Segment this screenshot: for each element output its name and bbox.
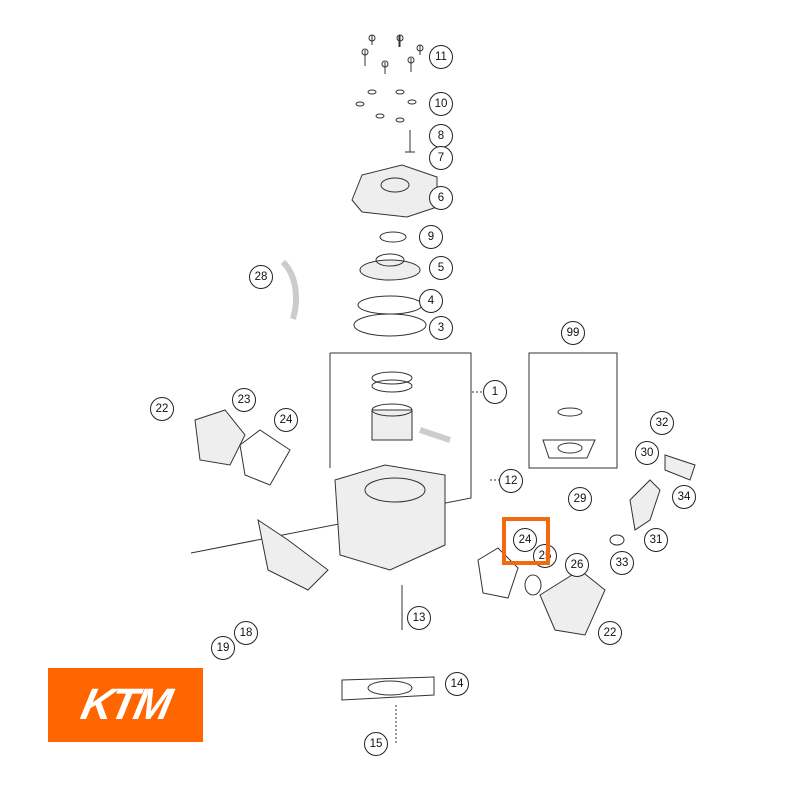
piston bbox=[371, 371, 451, 443]
cylinder-kit-frame bbox=[190, 352, 472, 554]
callout-4[interactable]: 4 bbox=[419, 289, 443, 313]
combustion-insert bbox=[359, 253, 421, 281]
plug-bolt bbox=[405, 130, 415, 153]
callout-5[interactable]: 5 bbox=[429, 256, 453, 280]
callout-22[interactable]: 22 bbox=[150, 397, 174, 421]
callout-24[interactable]: 24 bbox=[274, 408, 298, 432]
callout-32[interactable]: 32 bbox=[650, 411, 674, 435]
callout-26[interactable]: 26 bbox=[565, 553, 589, 577]
valve-housing-26 bbox=[539, 569, 606, 636]
callout-24[interactable]: 24 bbox=[513, 528, 537, 552]
gasket-4 bbox=[357, 295, 423, 315]
callout-99[interactable]: 99 bbox=[561, 321, 585, 345]
callout-3[interactable]: 3 bbox=[429, 316, 453, 340]
o-ring-9 bbox=[379, 231, 407, 243]
callout-7[interactable]: 7 bbox=[429, 146, 453, 170]
callout-8[interactable]: 8 bbox=[429, 124, 453, 148]
callout-9[interactable]: 9 bbox=[419, 225, 443, 249]
gasket-kit-99 bbox=[528, 352, 618, 469]
logo-text: KTM bbox=[77, 680, 174, 729]
callout-34[interactable]: 34 bbox=[672, 485, 696, 509]
callout-23[interactable]: 23 bbox=[232, 388, 256, 412]
actuator-31 bbox=[629, 479, 661, 531]
washers bbox=[355, 89, 417, 123]
callout-6[interactable]: 6 bbox=[429, 186, 453, 210]
callout-12[interactable]: 12 bbox=[499, 469, 523, 493]
callout-1[interactable]: 1 bbox=[483, 380, 507, 404]
callout-29[interactable]: 29 bbox=[568, 487, 592, 511]
highlighted-callout-box bbox=[502, 517, 550, 565]
head-bolts bbox=[361, 34, 424, 74]
callout-14[interactable]: 14 bbox=[445, 672, 469, 696]
hose-28 bbox=[280, 259, 299, 320]
callout-28[interactable]: 28 bbox=[249, 265, 273, 289]
exhaust-cover-23 bbox=[194, 409, 246, 466]
callout-33[interactable]: 33 bbox=[610, 551, 634, 575]
sensor-30 bbox=[664, 454, 696, 481]
callout-11[interactable]: 11 bbox=[429, 45, 453, 69]
gasket-24-right bbox=[477, 547, 519, 599]
gasket-14 bbox=[341, 676, 435, 701]
cylinder bbox=[334, 464, 446, 571]
callout-18[interactable]: 18 bbox=[234, 621, 258, 645]
callout-19[interactable]: 19 bbox=[211, 636, 235, 660]
callout-30[interactable]: 30 bbox=[635, 441, 659, 465]
callout-15[interactable]: 15 bbox=[364, 732, 388, 756]
cylinder-head bbox=[351, 164, 438, 218]
exhaust-flange bbox=[257, 518, 329, 591]
callout-13[interactable]: 13 bbox=[407, 606, 431, 630]
ktm-logo: KTM bbox=[48, 668, 203, 742]
gasket-24-left bbox=[239, 429, 291, 486]
callout-22[interactable]: 22 bbox=[598, 621, 622, 645]
callout-10[interactable]: 10 bbox=[429, 92, 453, 116]
gasket-3 bbox=[353, 313, 427, 337]
seal-ring-25 bbox=[524, 574, 542, 596]
callout-31[interactable]: 31 bbox=[644, 528, 668, 552]
nut-33 bbox=[609, 534, 625, 546]
